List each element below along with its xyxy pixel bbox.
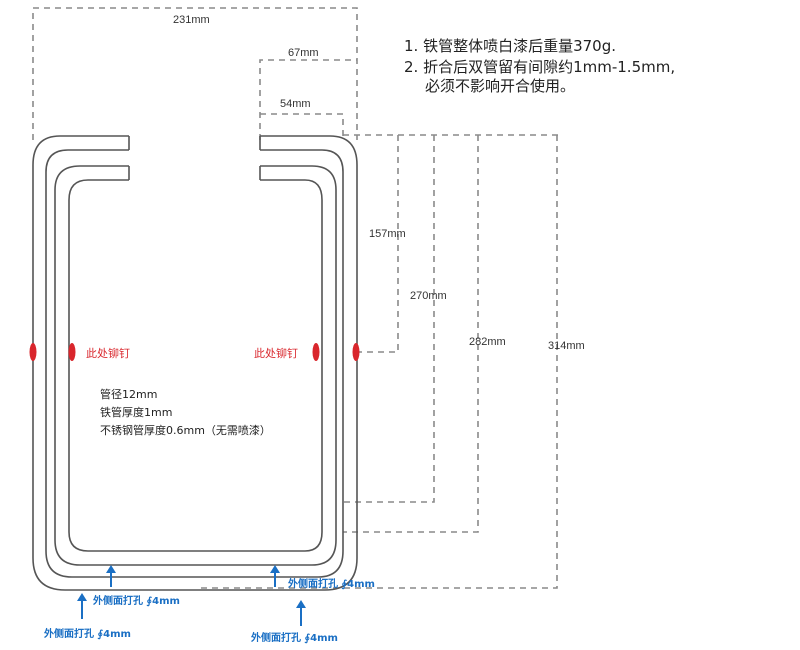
outer-tube-inner-edge [45,149,344,578]
note-line-1: 1. 铁管整体喷白漆后重量370g. [404,37,616,55]
spec-tube-diameter: 管径12mm [100,387,157,401]
opening-inner-dimension [260,113,344,140]
dim-label-opening-inner: 54mm [280,98,311,110]
note-line-2: 2. 折合后双管留有间隙约1mm-1.5mm, [404,58,675,76]
hole-label-c: 外侧面打孔 ∮4mm [43,627,131,640]
rivet-label-right: 此处铆钉 [254,346,298,360]
dim-label-height-inner: 270mm [410,290,447,302]
hole-label-a: 外侧面打孔 ∮4mm [92,594,180,607]
hole-label-d: 外侧面打孔 ∮4mm [250,631,338,644]
spec-iron-thickness: 铁管厚度1mm [100,405,172,419]
dim-label-height-middle: 282mm [469,336,506,348]
dim-label-opening-outer: 67mm [288,47,319,59]
arrow-up-icon [270,565,280,587]
arrow-up-icon [77,593,87,619]
notes: 1. 铁管整体喷白漆后重量370g. 2. 折合后双管留有间隙约1mm-1.5m… [404,37,675,95]
rivet-label-left: 此处铆钉 [86,346,130,360]
specs: 管径12mm 铁管厚度1mm 不锈钢管厚度0.6mm（无需喷漆） [100,387,271,437]
spec-steel-thickness: 不锈钢管厚度0.6mm（无需喷漆） [100,423,271,437]
rivet-marker-left-outer [29,343,37,361]
hole-label-b: 外侧面打孔 ∮4mm [287,577,375,590]
rivet-marker-right-outer [352,343,360,361]
dimension-lines [32,7,562,589]
rivet-labels: 此处铆钉 此处铆钉 [86,346,298,360]
rivet-markers [29,343,360,361]
height-middle-dimension [343,135,479,533]
arrow-up-icon [106,565,116,587]
inner-tube-outer-edge [54,165,337,566]
hole-labels: 外侧面打孔 ∮4mm 外侧面打孔 ∮4mm 外侧面打孔 ∮4mm 外侧面打孔 ∮… [43,577,375,644]
height-inner-dimension [343,135,435,503]
dim-label-height-outer: 314mm [548,340,585,352]
overall-width-dimension [32,7,358,140]
height-rivet-dimension [358,135,399,353]
arrow-up-icon [296,600,306,626]
dimension-labels: 231mm 67mm 54mm 157mm 270mm 282mm 314mm [173,14,585,352]
inner-tube-inner-edge [68,179,323,552]
tube-outlines [32,135,358,591]
dim-label-overall-width: 231mm [173,14,210,26]
rivet-marker-right-inner [312,343,320,361]
rivet-marker-left-inner [68,343,76,361]
height-outer-dimension [200,135,558,589]
note-line-3: 必须不影响开合使用。 [425,77,575,95]
dim-label-height-rivet: 157mm [369,228,406,240]
outer-tube-outer-edge [32,135,358,591]
hole-arrows [77,565,306,626]
